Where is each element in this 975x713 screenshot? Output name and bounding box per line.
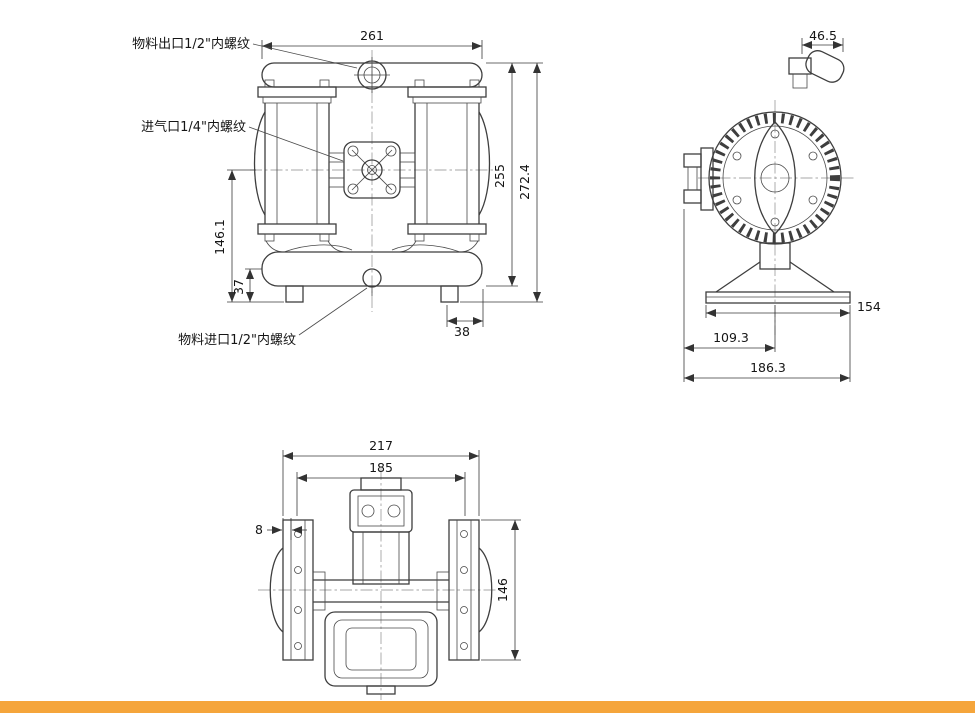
dim-185-text: 185 bbox=[369, 460, 393, 475]
front-dim-146: 146.1 bbox=[212, 169, 284, 303]
side-dim-109: 109.3 bbox=[683, 209, 776, 352]
side-left-flange bbox=[683, 147, 714, 211]
dim-8-text: 8 bbox=[255, 522, 263, 537]
dim-186-text: 186.3 bbox=[750, 360, 786, 375]
dim-38-text: 38 bbox=[454, 324, 470, 339]
front-dim-width: 261 bbox=[261, 28, 483, 59]
side-dim-46: 46.5 bbox=[801, 28, 844, 54]
bottom-dim-146: 146 bbox=[481, 519, 521, 661]
side-top-port bbox=[788, 50, 845, 89]
front-view: 261 255 272.4 146.1 37 bbox=[132, 28, 543, 348]
front-dim-272: 272.4 bbox=[460, 62, 543, 303]
dim-154-text: 154 bbox=[857, 299, 881, 314]
front-label-air-inlet: 进气口1/4"内螺纹 bbox=[141, 119, 344, 162]
dim-37-text: 37 bbox=[231, 279, 246, 295]
dim-217-text: 217 bbox=[369, 438, 393, 453]
dim-146-text: 146.1 bbox=[212, 219, 227, 255]
bottom-dim-8: 8 bbox=[255, 518, 307, 540]
side-view: 46.5 154 109.3 186.3 bbox=[683, 28, 881, 382]
outlet-label: 物料出口1/2"内螺纹 bbox=[132, 36, 250, 52]
side-dim-186: 186.3 bbox=[683, 318, 851, 382]
inlet-label: 物料进口1/2"内螺纹 bbox=[178, 332, 296, 348]
front-dim-38: 38 bbox=[446, 289, 484, 339]
dim-109-text: 109.3 bbox=[713, 330, 749, 345]
bottom-view: 217 185 8 146 bbox=[255, 438, 521, 700]
bottom-crossbars bbox=[312, 531, 450, 611]
dim-146b-text: 146 bbox=[495, 578, 510, 602]
air-inlet-label: 进气口1/4"内螺纹 bbox=[141, 119, 246, 135]
bottom-base-bracket bbox=[324, 611, 438, 695]
front-dim-255: 255 bbox=[486, 62, 518, 287]
front-right-chamber bbox=[407, 79, 491, 242]
side-pump-body bbox=[708, 111, 842, 245]
front-center-valve-block bbox=[328, 141, 416, 199]
dim-255-text: 255 bbox=[492, 164, 507, 188]
dim-272-text: 272.4 bbox=[517, 164, 532, 200]
dim-261-text: 261 bbox=[360, 28, 384, 43]
side-dim-154: 154 bbox=[705, 299, 881, 318]
front-dim-37: 37 bbox=[231, 268, 262, 302]
front-label-outlet: 物料出口1/2"内螺纹 bbox=[132, 36, 358, 69]
front-label-inlet: 物料进口1/2"内螺纹 bbox=[178, 287, 368, 348]
bottom-dim-217: 217 bbox=[282, 438, 480, 516]
bottom-dim-185: 185 bbox=[296, 460, 466, 516]
dim-46-text: 46.5 bbox=[809, 28, 837, 43]
bottom-left-chamber bbox=[269, 519, 314, 661]
front-top-manifold bbox=[261, 57, 483, 93]
side-stand-base bbox=[705, 242, 851, 304]
footer-accent-bar bbox=[0, 701, 975, 713]
front-left-chamber bbox=[253, 79, 337, 242]
